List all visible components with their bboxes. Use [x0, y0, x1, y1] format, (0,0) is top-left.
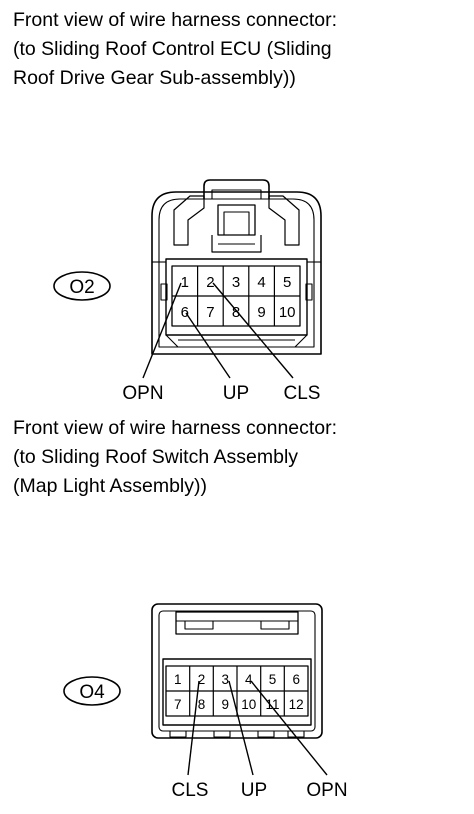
o2-signal-opn: OPN	[122, 383, 163, 404]
connector-o4-caption: Front view of wire harness connector: (t…	[13, 414, 337, 501]
caption-line: Front view of wire harness connector:	[13, 417, 338, 439]
o4-pin-6: 6	[292, 672, 300, 687]
o4-pin-labels: 1 2 3 4 5 6 7 8 9 10 11 12	[174, 672, 304, 712]
o2-ear-left	[173, 195, 205, 246]
o2-leader-opn	[142, 282, 182, 379]
connector-o4	[151, 603, 323, 739]
o4-leader-lines	[187, 680, 328, 776]
o2-bottom-lip	[165, 334, 308, 348]
o4-signal-labels: CLS UP OPN	[172, 780, 348, 801]
o2-latch	[203, 179, 270, 199]
o2-pin-6: 6	[181, 304, 189, 321]
o2-ear-right	[268, 195, 300, 246]
o4-pin-3: 3	[221, 672, 229, 687]
o2-leader-up	[185, 312, 231, 379]
o4-signal-opn: OPN	[306, 780, 347, 801]
o4-latch-tab-left	[184, 620, 214, 630]
o2-leader-cls	[212, 282, 294, 379]
o2-signal-up: UP	[223, 383, 249, 404]
o4-pin-well	[162, 658, 312, 726]
o4-pin-11: 11	[265, 697, 279, 712]
o4-pin-2: 2	[198, 672, 206, 687]
o4-latch	[175, 611, 299, 635]
o4-housing-outline	[151, 603, 323, 739]
o2-pin-labels: 1 2 3 4 5 6 7 8 9 10	[181, 274, 296, 321]
o4-housing-inner	[158, 610, 316, 732]
o2-key-left	[160, 283, 168, 301]
caption-line: (to Sliding Roof Switch Assembly	[13, 446, 299, 468]
o2-key-right	[305, 283, 313, 301]
o4-pin-7: 7	[174, 697, 182, 712]
o2-signal-cls: CLS	[284, 383, 321, 404]
o2-pin-8: 8	[232, 304, 240, 321]
o4-leader-opn	[250, 680, 328, 776]
o2-leader-lines	[142, 282, 294, 379]
o2-pin-4: 4	[257, 274, 265, 291]
o2-pin-9: 9	[257, 304, 265, 321]
o2-housing-outline	[151, 191, 322, 355]
o4-bottom-tooth	[257, 730, 275, 738]
o4-pin-10: 10	[241, 697, 256, 712]
o2-pin-1: 1	[181, 274, 189, 291]
o4-pin-8: 8	[198, 697, 206, 712]
o4-bottom-tooth	[169, 730, 187, 738]
o2-pin-7: 7	[206, 304, 214, 321]
o2-housing-inner	[158, 198, 315, 348]
o4-id-badge: O4	[63, 676, 121, 706]
o2-signal-labels: OPN UP CLS	[122, 383, 320, 404]
caption-line: (to Sliding Roof Control ECU (Sliding	[13, 38, 332, 60]
o2-lock-inner	[223, 211, 250, 236]
o4-signal-up: UP	[241, 780, 267, 801]
o2-latch-inner	[211, 189, 262, 199]
connector-o2	[151, 179, 322, 355]
o2-id-text: O2	[69, 277, 94, 298]
o2-lock-base	[211, 235, 262, 253]
o4-pin-4: 4	[245, 672, 253, 687]
o2-pin-3: 3	[232, 274, 240, 291]
o4-leader-up	[228, 680, 254, 776]
o4-pin-9: 9	[221, 697, 229, 712]
connector-o2-caption: Front view of wire harness connector: (t…	[13, 6, 337, 93]
o4-latch-tab-right	[260, 620, 290, 630]
o4-id-text: O4	[79, 682, 105, 703]
o4-signal-cls: CLS	[172, 780, 209, 801]
o2-pin-well	[165, 258, 308, 336]
o2-pin-2: 2	[206, 274, 214, 291]
o2-pin-5: 5	[283, 274, 291, 291]
o4-pin-1: 1	[174, 672, 182, 687]
caption-line: Front view of wire harness connector:	[13, 9, 338, 31]
caption-line: Roof Drive Gear Sub-assembly))	[13, 67, 296, 89]
o4-pin-12: 12	[289, 697, 304, 712]
o4-bottom-tooth	[213, 730, 231, 738]
o2-pin-10: 10	[279, 304, 296, 321]
o4-leader-cls	[187, 680, 200, 776]
caption-line: (Map Light Assembly))	[13, 475, 207, 497]
o2-id-badge: O2	[53, 271, 111, 301]
o4-pin-5: 5	[269, 672, 277, 687]
